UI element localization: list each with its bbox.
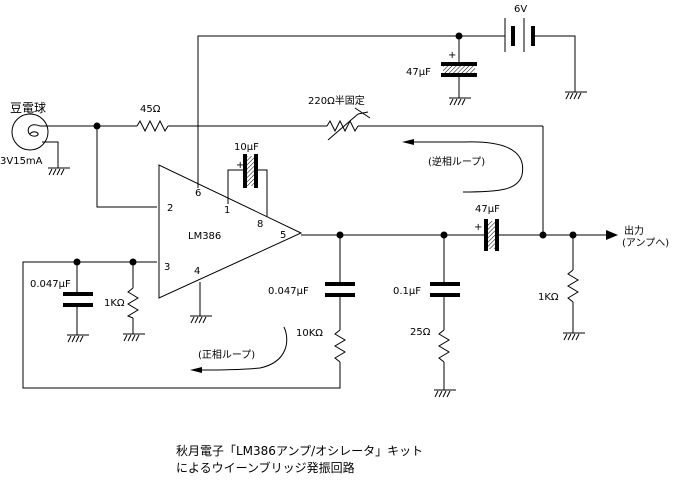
c10-label: 10μF [234,142,259,153]
r25-label: 25Ω [410,327,431,338]
bulb-rating: 3V15mA [0,156,43,167]
caption-line-2: によるウイーンブリッジ発振回路 [176,460,355,475]
lm386-opamp [158,164,303,299]
ground-icon [66,334,90,343]
pin-5: 5 [280,230,286,241]
ground-icon [189,315,213,324]
junction-dot [539,231,547,239]
ground-icon [122,333,146,342]
output-label: 出力 [624,224,644,237]
resistor-25 [438,329,450,363]
light-bulb [11,113,97,176]
capacitor-0-047uf-mid [325,282,355,286]
neg-loop-label: (逆相ループ) [428,155,485,168]
r1k-out-label: 1KΩ [538,292,559,303]
positive-loop-arrow [190,326,288,373]
r10k-label: 10KΩ [296,328,323,339]
bulb-label: 豆電球 [10,101,46,115]
c47-supply-label: 47μF [406,67,431,78]
ground-icon [433,389,457,398]
r1k-left-label: 1KΩ [104,298,125,309]
c0047-mid-label: 0.047μF [268,286,309,297]
capacitor-47uf-output [484,219,499,251]
ground-icon [47,167,71,176]
negative-loop-arrow [402,139,524,193]
potentiometer-220 [326,107,371,141]
pin-8: 8 [257,219,263,230]
pin-2: 2 [167,203,173,214]
c47-out-label: 47μF [475,204,500,215]
resistor-1k-output [567,269,579,303]
capacitor-0-047uf-left [63,292,93,296]
c0047-left-label: 0.047μF [30,279,71,290]
r45-label: 45Ω [140,104,161,115]
battery-6v [504,18,535,52]
plus-sign: + [448,50,456,61]
caption-line-1: 秋月電子「LM386アンプ/オシレータ」キット [176,444,423,458]
capacitor-47uf-supply [441,62,477,77]
pin-3: 3 [164,262,170,273]
plus-sign: + [474,222,482,233]
battery-label: 6V [514,4,527,15]
capacitor-0-1uf [430,282,460,286]
pin-6: 6 [195,188,201,199]
plus-sign: + [236,160,244,171]
pin-4: 4 [194,266,200,277]
ground-icon [448,97,472,106]
resistor-10k [334,329,346,363]
ground-icon [564,91,588,100]
c01-label: 0.1μF [393,286,421,297]
r220-label: 220Ω半固定 [308,94,365,107]
pin-1: 1 [224,205,230,216]
output-sub-label: (アンプへ) [622,237,669,249]
resistor-45 [136,119,169,133]
ic-label: LM386 [188,231,221,242]
capacitor-10uf [243,154,258,188]
ground-icon [562,332,586,341]
pos-loop-label: (正相ループ) [198,348,255,361]
resistor-1k-left [126,287,139,319]
output-arrow-icon [606,230,618,240]
